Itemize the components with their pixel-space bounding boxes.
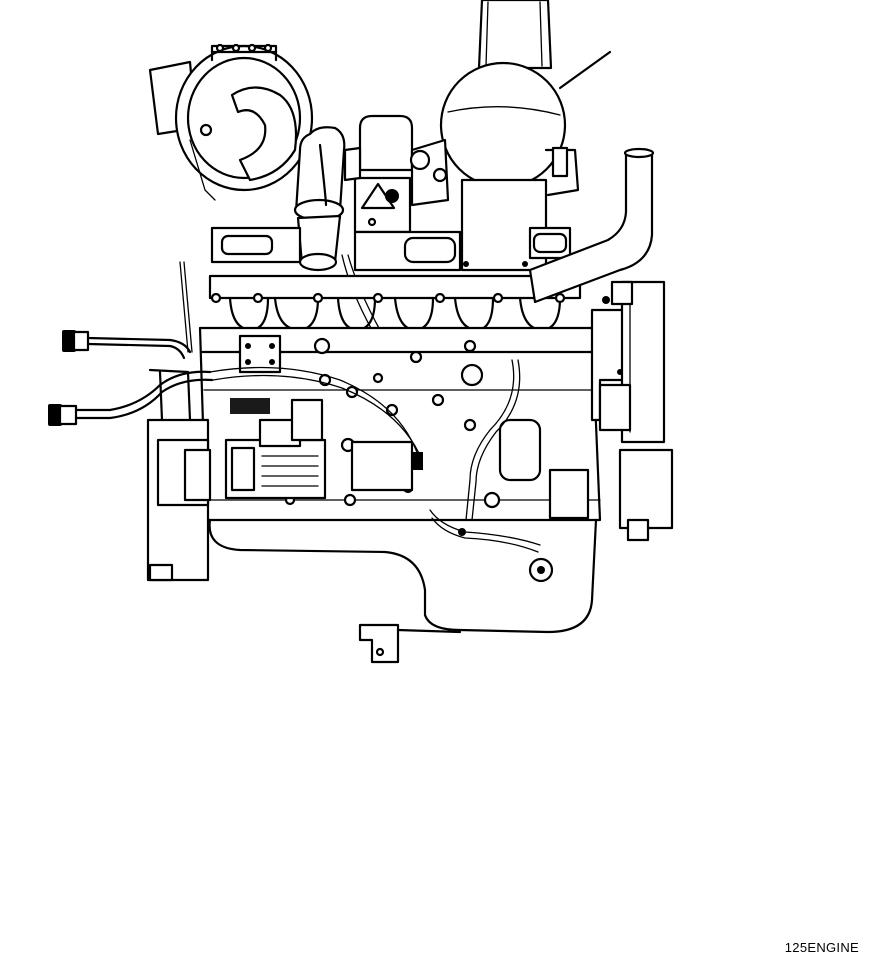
alternator-bracket	[592, 282, 672, 540]
engine-block	[200, 328, 600, 520]
tail-pipe	[530, 149, 653, 302]
starter-motor	[226, 398, 325, 498]
turbocharger	[345, 116, 448, 232]
muffler	[441, 52, 610, 270]
flywheel-housing	[148, 262, 210, 580]
figure-label: 125ENGINE	[784, 940, 859, 955]
air-cleaner	[150, 45, 312, 200]
sensor-harness	[413, 360, 552, 581]
exhaust-manifold	[210, 228, 580, 330]
exhaust-stack	[479, 0, 551, 68]
oil-pan	[210, 520, 596, 662]
wire-harness-connectors	[48, 330, 422, 460]
intake-hose	[295, 127, 423, 470]
